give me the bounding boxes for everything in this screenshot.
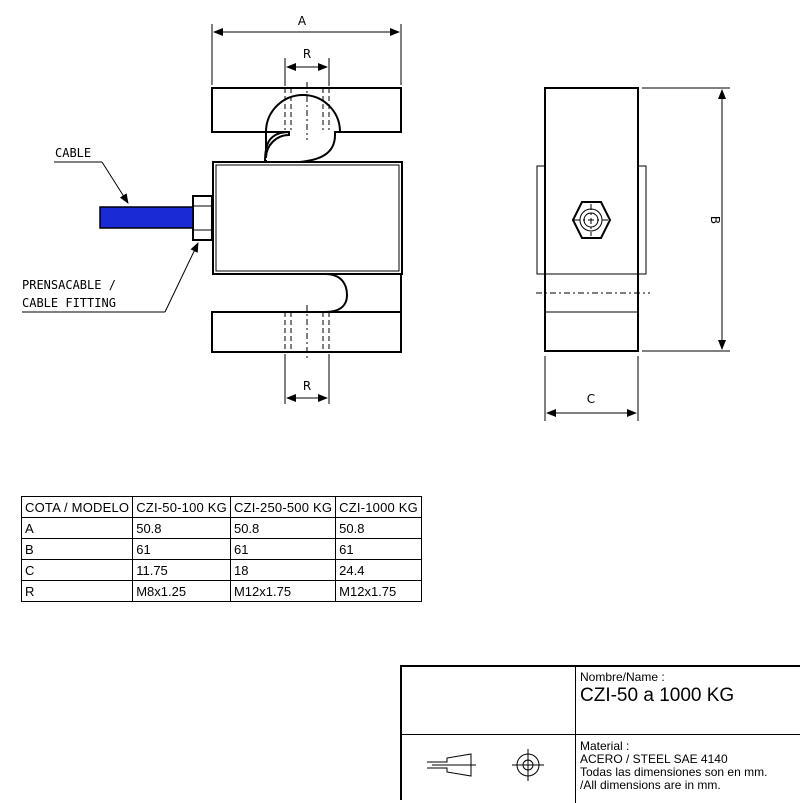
title-block-name-cell: Nombre/Name : CZI-50 a 1000 KG xyxy=(576,667,800,734)
note-es: Todas las dimensiones son en mm. xyxy=(580,765,768,779)
title-block-projection-cell xyxy=(402,734,576,803)
dimension-table: COTA / MODELO CZI-50-100 KG CZI-250-500 … xyxy=(20,496,422,602)
dim-r-top-label: R xyxy=(303,47,311,61)
material-value: ACERO / STEEL SAE 4140 xyxy=(580,752,728,766)
table-header-cell: CZI-1000 KG xyxy=(335,496,422,518)
table-header-cell: CZI-50-100 KG xyxy=(132,496,231,518)
name-label: Nombre/Name : xyxy=(580,670,665,684)
table-cell: 18 xyxy=(229,559,337,581)
dim-a-label: A xyxy=(298,14,307,28)
table-cell: 61 xyxy=(132,538,231,560)
table-cell: 61 xyxy=(335,538,422,560)
bottom-arm xyxy=(211,273,402,353)
title-block-material-cell: Material : ACERO / STEEL SAE 4140 Todas … xyxy=(576,734,800,803)
table-row: B 61 61 61 xyxy=(20,538,422,560)
material-label: Material : xyxy=(580,739,630,753)
name-value: CZI-50 a 1000 KG xyxy=(580,685,735,706)
callout-fitting-line2: CABLE FITTING xyxy=(22,296,116,310)
table-cell: R xyxy=(20,580,134,602)
table-cell: 50.8 xyxy=(132,517,231,539)
top-arm xyxy=(211,87,402,159)
callout-fitting-line1: PRENSACABLE / xyxy=(22,278,116,292)
table-row: C 11.75 18 24.4 xyxy=(20,559,422,581)
table-header-cell: COTA / MODELO xyxy=(20,496,134,518)
table-row: R M8x1.25 M12x1.75 M12x1.75 xyxy=(20,580,422,602)
table-cell: M8x1.25 xyxy=(132,580,231,602)
third-angle-projection-icon xyxy=(427,749,544,781)
cable xyxy=(99,206,194,229)
side-view: B C xyxy=(536,87,730,421)
table-cell: M12x1.75 xyxy=(335,580,422,602)
title-block: Nombre/Name : CZI-50 a 1000 KG Material … xyxy=(400,665,800,803)
table-header-cell: CZI-250-500 KG xyxy=(229,496,337,518)
table-header-row: COTA / MODELO CZI-50-100 KG CZI-250-500 … xyxy=(20,496,422,518)
dim-b-label: B xyxy=(708,216,722,224)
cable-fitting-nut xyxy=(192,195,213,241)
table-cell: 11.75 xyxy=(132,559,231,581)
table-cell: 50.8 xyxy=(229,517,337,539)
table-cell: C xyxy=(20,559,134,581)
dim-r-bottom-label: R xyxy=(303,379,311,393)
title-block-blank-cell xyxy=(402,667,576,734)
table-cell: 61 xyxy=(229,538,337,560)
note-en: /All dimensions are in mm. xyxy=(580,778,721,792)
table-cell: 50.8 xyxy=(335,517,422,539)
table-cell: A xyxy=(20,517,134,539)
front-view: A R R CABLE PRENSACABLE / CABLE FITTING xyxy=(22,14,403,404)
table-row: A 50.8 50.8 50.8 xyxy=(20,517,422,539)
table-cell: M12x1.75 xyxy=(229,580,337,602)
center-body xyxy=(212,161,403,275)
hex-nut xyxy=(571,201,612,239)
dim-c-label: C xyxy=(587,392,595,406)
table-cell: B xyxy=(20,538,134,560)
callout-cable: CABLE xyxy=(55,146,91,160)
table-cell: 24.4 xyxy=(335,559,422,581)
